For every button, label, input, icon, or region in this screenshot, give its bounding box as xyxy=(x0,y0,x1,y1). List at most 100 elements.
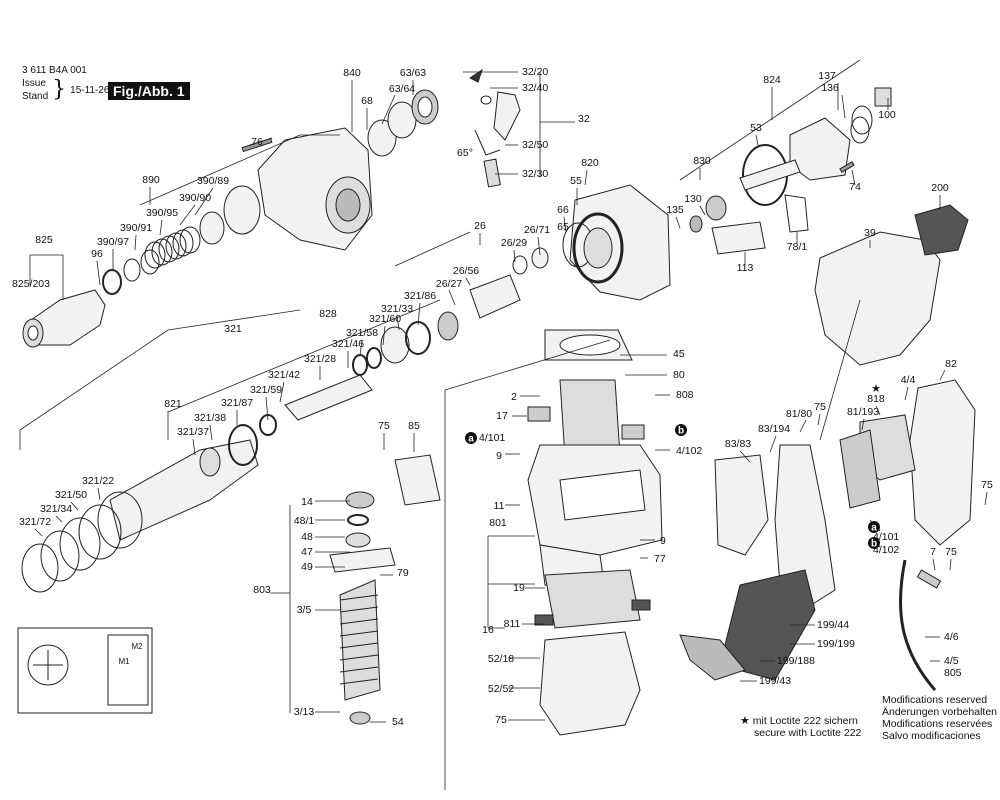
ring-48 xyxy=(345,532,371,548)
part-label-890: 890 xyxy=(142,174,160,186)
part-label-19: 19 xyxy=(513,582,525,594)
leader-line xyxy=(97,487,101,501)
handle-82 xyxy=(909,379,976,546)
leader-line xyxy=(513,249,516,263)
leader-line xyxy=(984,491,988,506)
part-label-26-71: 26/71 xyxy=(524,224,550,236)
part-label-390-91: 390/91 xyxy=(120,222,152,234)
handle-housing-39 xyxy=(814,231,941,366)
armature-winding xyxy=(339,666,379,673)
armature-winding xyxy=(339,630,379,637)
note-line-3: Modifications reservées xyxy=(882,718,993,730)
part-label-78-1: 78/1 xyxy=(787,241,808,253)
part-label-26-27: 26/27 xyxy=(436,278,462,290)
part-label-75e: 75 xyxy=(945,546,957,558)
star-icon: ★ xyxy=(740,715,750,727)
leader-line xyxy=(448,289,456,306)
damping-element-200 xyxy=(914,204,969,256)
ring-32-40 xyxy=(480,95,492,105)
shaft-130 xyxy=(739,159,801,191)
motor-housing-label xyxy=(559,469,646,521)
trigger-81-193 xyxy=(839,429,881,509)
part-label-818: 818 xyxy=(867,393,885,405)
o-ring-65 xyxy=(572,212,624,284)
leader-line xyxy=(96,260,101,286)
part-label-47: 47 xyxy=(301,546,313,558)
part-label-16: 16 xyxy=(482,624,494,636)
sleeve-68 xyxy=(367,119,397,157)
part-label-825-203: 825/203 xyxy=(12,278,50,290)
leader-line xyxy=(279,381,285,403)
part-label-136: 136 xyxy=(821,82,839,94)
locking-sleeve-390-89 xyxy=(223,185,261,235)
part-label-321-59: 321/59 xyxy=(250,384,282,396)
brush-plate-19 xyxy=(544,569,641,629)
plug-100 xyxy=(874,87,892,107)
part-label-135: 135 xyxy=(666,204,684,216)
part-label-321-42: 321/42 xyxy=(268,369,300,381)
leader-line xyxy=(537,236,541,256)
spring-78-1 xyxy=(784,194,809,233)
angle-65-guide xyxy=(474,129,501,156)
loctite-line-2: secure with Loctite 222 xyxy=(754,727,862,739)
part-label-824: 824 xyxy=(763,74,781,86)
part-label-321: 321 xyxy=(224,323,242,335)
screw-76-shank xyxy=(241,137,273,153)
spring-32-20 xyxy=(469,68,483,83)
ring-321-59 xyxy=(259,414,277,436)
part-label-321-28: 321/28 xyxy=(304,353,336,365)
part-label-11: 11 xyxy=(494,500,505,512)
part-label-390-97: 390/97 xyxy=(97,236,129,248)
part-label-14: 14 xyxy=(301,496,313,508)
part-label-321-22: 321/22 xyxy=(82,475,114,487)
bearing-14 xyxy=(345,491,375,509)
leader-lines xyxy=(19,59,988,790)
marker-letter-a: a xyxy=(468,434,474,445)
switch-113 xyxy=(711,221,766,255)
part-label-75d: 75 xyxy=(981,479,993,491)
leader-line xyxy=(139,134,301,206)
part-label-54: 54 xyxy=(392,716,404,728)
leader-line xyxy=(70,501,79,511)
leader-line xyxy=(194,187,214,216)
part-label-4-102a: 4/102 xyxy=(676,445,702,457)
leader-line xyxy=(932,558,936,571)
loctite-line-1: mit Loctite 222 sichern xyxy=(752,715,858,727)
impact-ring xyxy=(40,530,80,582)
ring-321-58 xyxy=(366,347,382,369)
bearing-26-27 xyxy=(437,311,459,341)
ring-26-29 xyxy=(512,255,528,275)
leader-line xyxy=(417,302,421,326)
spring-coil xyxy=(179,226,201,254)
leader-line xyxy=(381,94,396,125)
bearing-54 xyxy=(349,711,371,725)
leader-line xyxy=(699,205,706,216)
part-label-75c: 75 xyxy=(814,401,826,413)
leader-line xyxy=(192,438,196,456)
part-label-49: 49 xyxy=(301,561,313,573)
issue-block: Issue Stand } 15-11-26 xyxy=(22,77,109,103)
part-label-9b: 9 xyxy=(660,535,666,547)
impact-ring xyxy=(59,517,101,571)
marker-letter-b: b xyxy=(871,539,877,550)
leader-line xyxy=(465,277,471,286)
leader-line xyxy=(904,386,909,401)
part-label-200: 200 xyxy=(931,182,949,194)
part-label-820: 820 xyxy=(581,157,599,169)
part-label-48-1: 48/1 xyxy=(294,515,315,527)
leader-line xyxy=(179,204,196,226)
leader-line xyxy=(769,435,777,453)
part-label-321-46: 321/46 xyxy=(332,338,364,350)
handle-shell-83-83 xyxy=(714,454,769,556)
spring-coil xyxy=(144,241,166,269)
part-label-26-56: 26/56 xyxy=(453,265,479,277)
part-label-390-90: 390/90 xyxy=(179,192,211,204)
part-label-74: 74 xyxy=(849,181,861,193)
leader-line xyxy=(265,396,269,421)
part-label-828: 828 xyxy=(319,308,337,320)
motor-cover-52-52 xyxy=(539,631,641,736)
document-number: 3 611 B4A 001 xyxy=(22,65,87,76)
leader-line xyxy=(359,339,363,356)
marker-circle-b xyxy=(868,537,880,549)
